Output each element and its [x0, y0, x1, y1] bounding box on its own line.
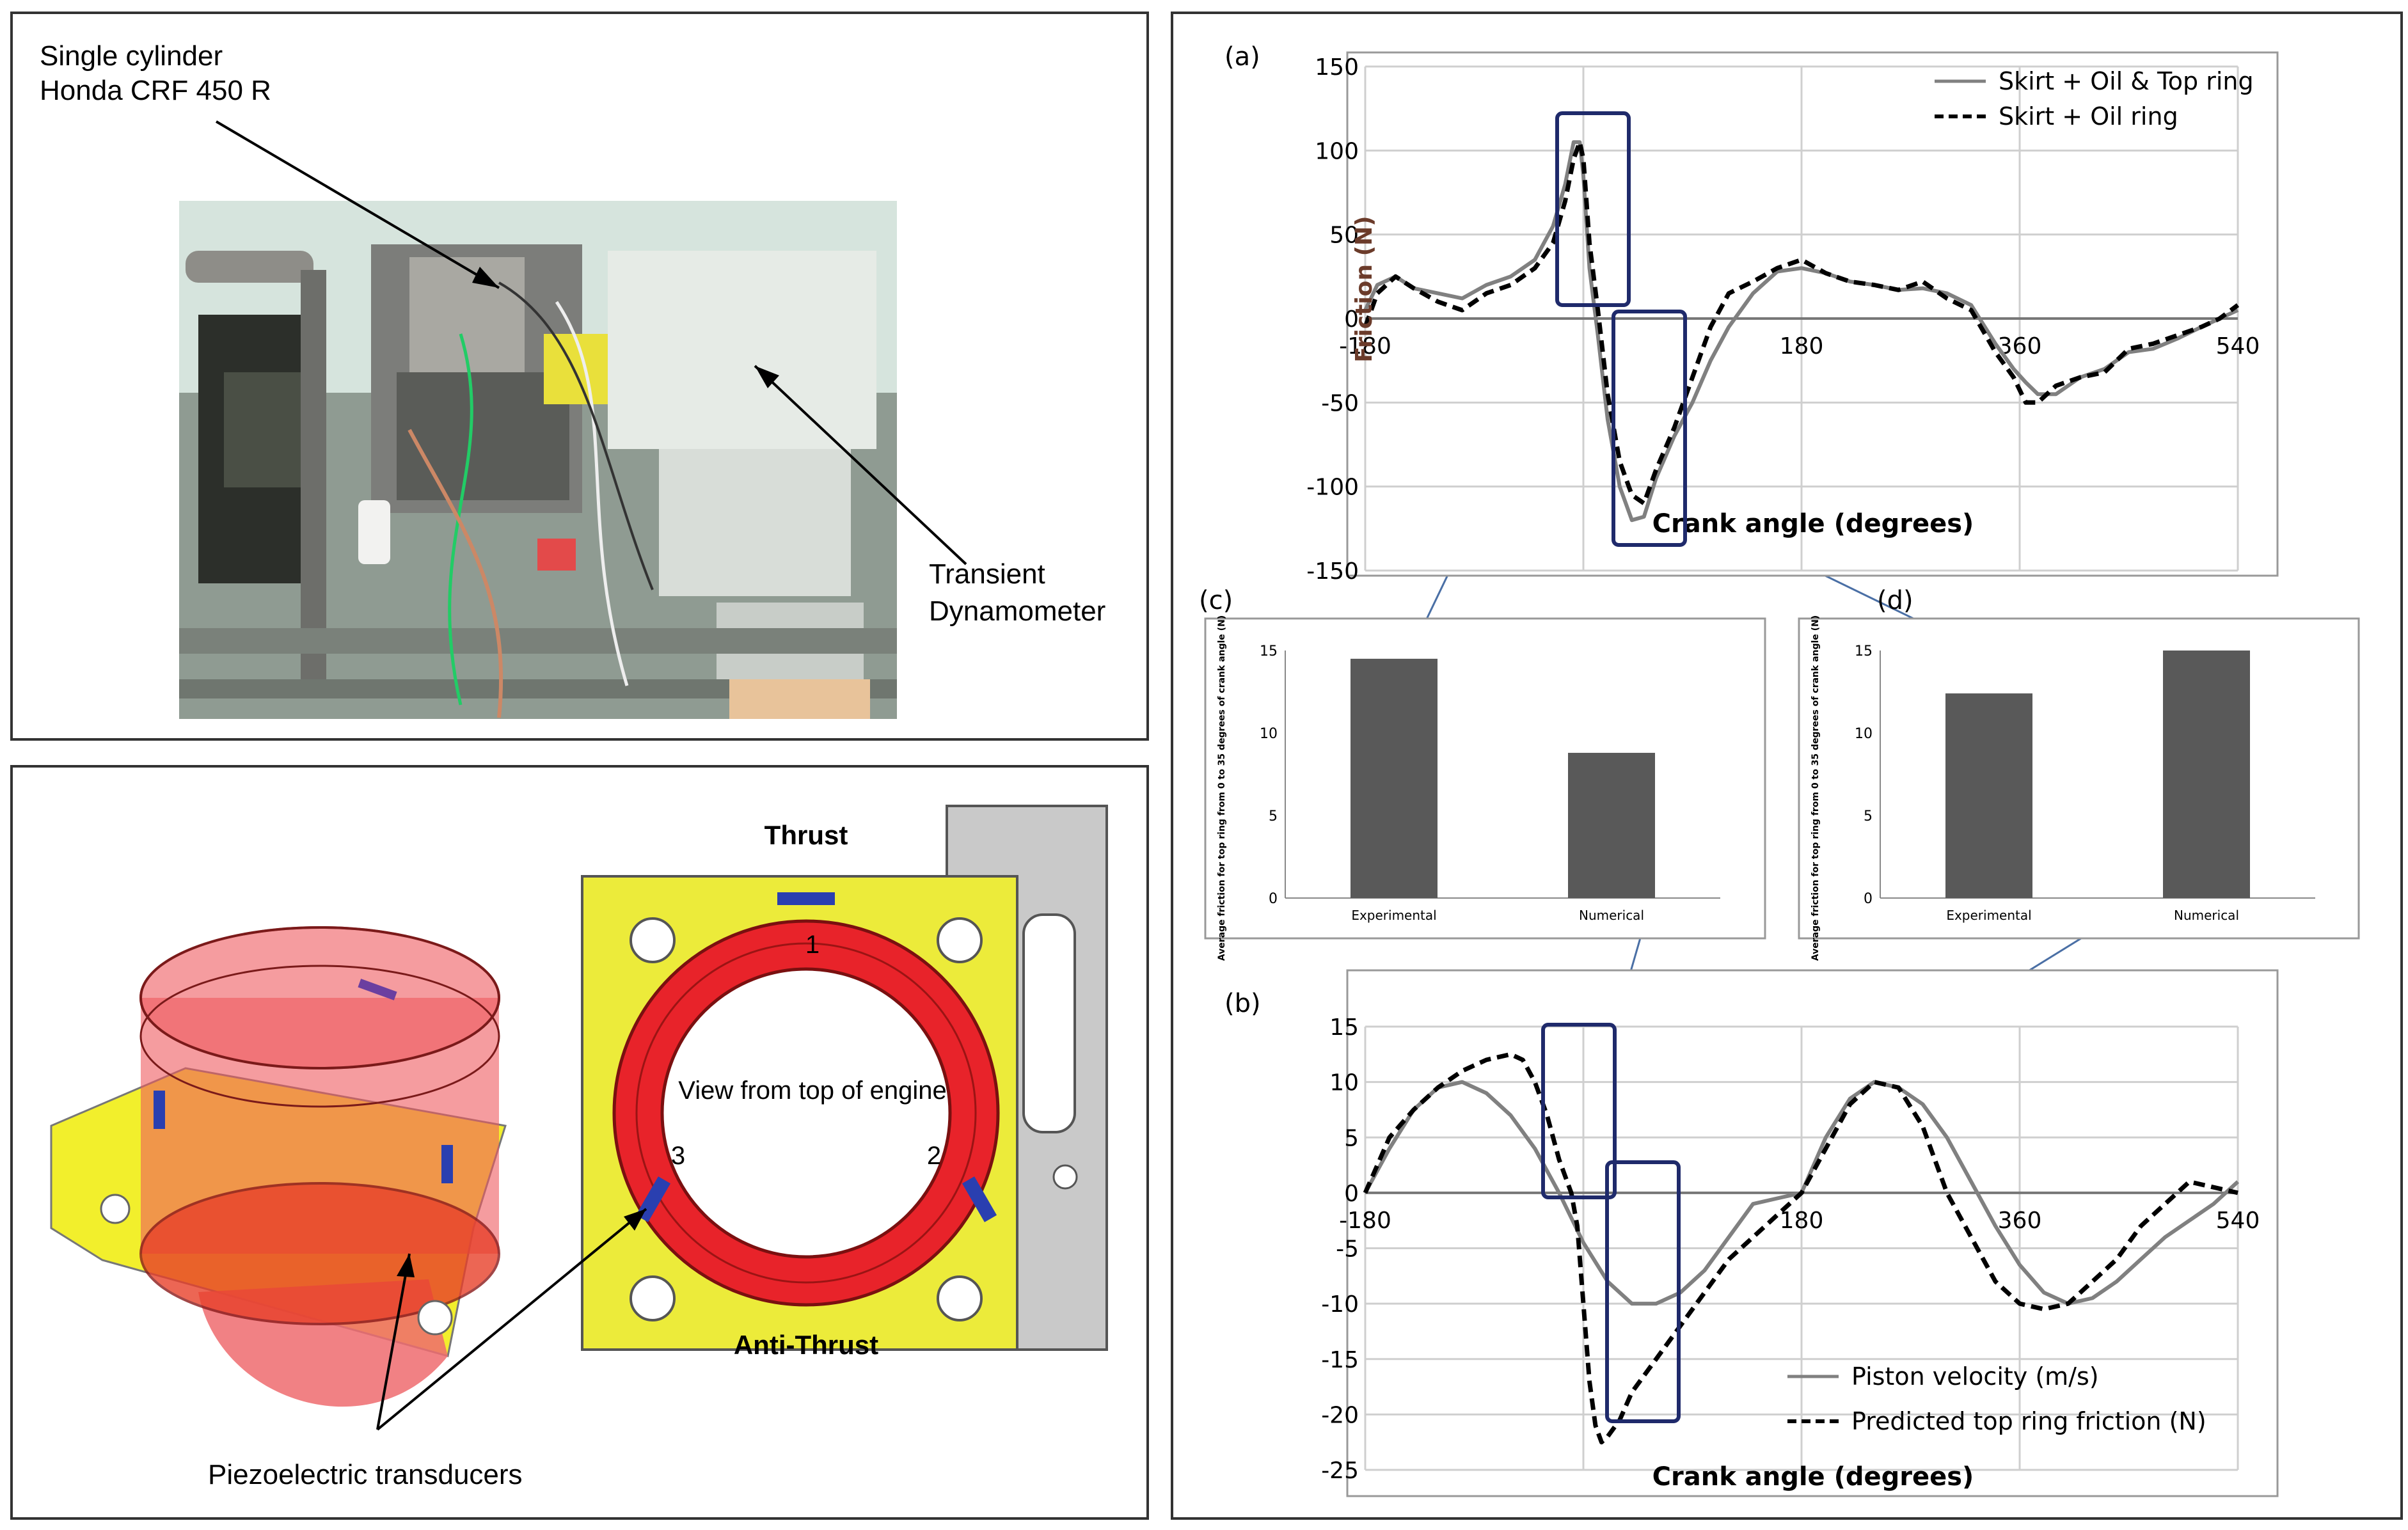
chart-b-xlabel: Crank angle (degrees): [1652, 1462, 1974, 1492]
chart-a-legend-series-2: Skirt + Oil ring: [1999, 102, 2178, 130]
chart-c-panel-label: (c): [1199, 586, 1233, 615]
engine-label-line2: Honda CRF 450 R: [40, 75, 271, 106]
liner-schematic-panel: Thrust Anti-Thrust View from top of engi…: [10, 765, 1149, 1520]
c-ytick-label: 5: [1269, 808, 1278, 824]
dyno-label-line2: Dynamometer: [929, 595, 1105, 627]
a-xtick-label: 180: [1780, 333, 1824, 359]
chart-d-panel-label: (d): [1877, 586, 1913, 615]
engine-label-line1: Single cylinder: [40, 40, 223, 72]
chart-b-legend: Piston velocity (m/s) Predicted top ring…: [1787, 1362, 2206, 1435]
a-ytick-label: -150: [1306, 558, 1359, 585]
transducer-number-1: 1: [805, 931, 820, 959]
c-bar-experimental: [1351, 658, 1438, 898]
engine-photo-illustration: Single cylinder Honda CRF 450 R Transien…: [40, 40, 1105, 719]
b-ytick-label: 0: [1344, 1181, 1359, 1207]
liner-schematic-illustration: Thrust Anti-Thrust View from top of engi…: [50, 805, 1108, 1490]
transducer-number-3: 3: [671, 1142, 685, 1170]
a-series-2-line: [1363, 139, 2240, 506]
d-category-label: Numerical: [2174, 908, 2239, 923]
b-ytick-label: -5: [1336, 1236, 1359, 1263]
chart-a-legend-series-1: Skirt + Oil & Top ring: [1999, 67, 2254, 95]
c-ytick-label: 10: [1260, 726, 1278, 742]
chart-d-ylabel: Average friction for top ring from 0 to …: [1810, 615, 1821, 961]
c-ytick-label: 0: [1269, 891, 1278, 907]
view-from-top-label: View from top of engine: [678, 1077, 947, 1105]
chart-a-xlabel: Crank angle (degrees): [1652, 509, 1974, 539]
d-bar-numerical: [2163, 651, 2250, 898]
b-ytick-label: -15: [1321, 1347, 1359, 1373]
anti-thrust-label: Anti-Thrust: [734, 1330, 878, 1360]
c-bar-numerical: [1568, 752, 1655, 898]
chart-b-legend-series-1: Piston velocity (m/s): [1851, 1362, 2099, 1391]
chart-b: (b) 15 10 5 0 -5 -10 -15 -20 -25 -180 180 360 540 C…: [1224, 969, 2279, 1497]
chart-a-legend: Skirt + Oil & Top ring Skirt + Oil ring: [1935, 67, 2254, 130]
chart-c-ylabel: Average friction for top ring from 0 to …: [1217, 615, 1227, 961]
d-bar-experimental: [1945, 693, 2032, 898]
c-category-label: Numerical: [1579, 908, 1644, 923]
b-xtick-label: 360: [1998, 1208, 2042, 1234]
a-ytick-label: -100: [1306, 475, 1359, 501]
a-ytick-label: 150: [1315, 54, 1359, 81]
chart-b-panel-label: (b): [1224, 989, 1261, 1018]
transducers-label: Piezoelectric transducers: [208, 1459, 523, 1490]
c-ytick-label: 15: [1260, 643, 1278, 659]
chart-b-highlight-peak: [1541, 1023, 1617, 1199]
transducer-number-2: 2: [927, 1142, 941, 1170]
dyno-label-line1: Transient: [929, 558, 1045, 590]
a-series-1-line: [1363, 140, 2239, 523]
chart-b-highlight-trough: [1605, 1160, 1681, 1423]
chart-b-legend-series-2: Predicted top ring friction (N): [1851, 1407, 2206, 1435]
b-ytick-label: -25: [1321, 1458, 1359, 1484]
d-ytick-label: 5: [1864, 808, 1873, 824]
engine-photo-panel: Single cylinder Honda CRF 450 R Transien…: [10, 12, 1149, 741]
b-ytick-label: -10: [1321, 1291, 1359, 1318]
b-ytick-label: 15: [1329, 1014, 1359, 1041]
b-xtick-label: 180: [1780, 1208, 1824, 1234]
d-ytick-label: 15: [1855, 643, 1873, 659]
b-ytick-label: 5: [1344, 1125, 1359, 1151]
a-ytick-label: 50: [1329, 223, 1359, 249]
d-ytick-label: 10: [1855, 726, 1873, 742]
a-ytick-label: 100: [1315, 138, 1359, 164]
a-ytick-label: 0: [1344, 306, 1359, 333]
d-ytick-label: 0: [1864, 891, 1873, 907]
a-xtick-label: 540: [2216, 333, 2260, 359]
chart-a-highlight-peak: [1555, 111, 1631, 307]
d-category-label: Experimental: [1946, 908, 2031, 923]
c-category-label: Experimental: [1351, 908, 1436, 923]
b-xtick-label: 540: [2216, 1208, 2260, 1234]
thrust-label: Thrust: [764, 820, 848, 850]
b-ytick-label: -20: [1321, 1402, 1359, 1428]
a-ytick-label: -50: [1321, 390, 1359, 416]
b-xtick-label: -180: [1339, 1208, 1391, 1234]
b-ytick-label: 10: [1329, 1070, 1359, 1096]
chart-a-ylabel: Friction (N): [1351, 216, 1377, 362]
chart-a-panel-label: (a): [1224, 42, 1260, 72]
chart-a-highlight-trough: [1612, 310, 1687, 547]
a-xtick-label: -180: [1339, 333, 1391, 359]
